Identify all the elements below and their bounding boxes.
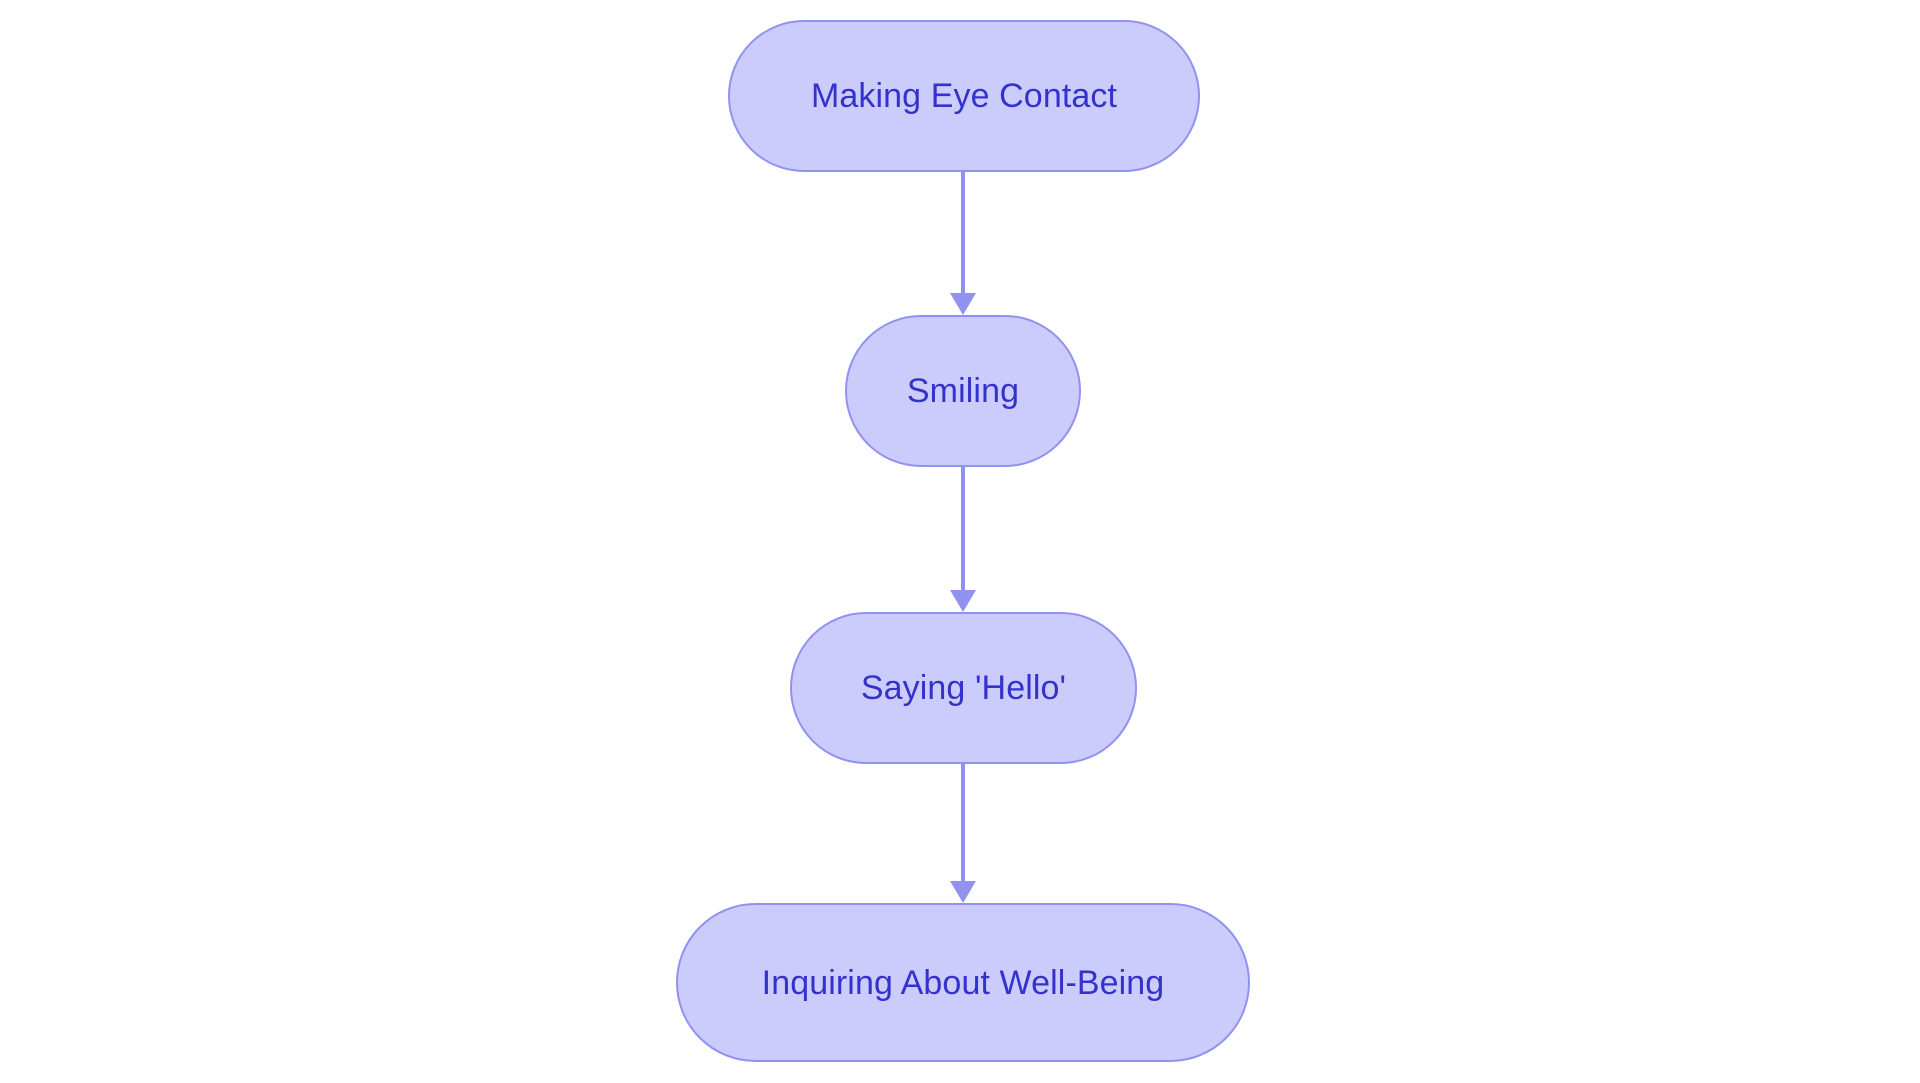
edge-making-eye-contact-to-smiling (948, 172, 978, 315)
edge-saying-hello-to-inquiring-about-well-being (948, 764, 978, 903)
edge-line (961, 172, 965, 293)
node-label: Smiling (906, 372, 1020, 410)
edge-line (961, 467, 965, 590)
edge-line (961, 764, 965, 881)
flowchart-node-saying-hello[interactable]: Saying 'Hello' (790, 612, 1137, 764)
arrowhead-icon (950, 590, 976, 612)
node-label: Inquiring About Well-Being (761, 963, 1165, 1002)
arrowhead-icon (950, 293, 976, 315)
flowchart-node-smiling[interactable]: Smiling (845, 315, 1081, 467)
arrowhead-icon (950, 881, 976, 903)
edge-smiling-to-saying-hello (948, 467, 978, 612)
flowchart-node-inquiring-about-well-being[interactable]: Inquiring About Well-Being (676, 903, 1250, 1062)
node-label: Making Eye Contact (810, 77, 1118, 115)
node-label: Saying 'Hello' (860, 669, 1067, 707)
flowchart-node-making-eye-contact[interactable]: Making Eye Contact (728, 20, 1200, 172)
